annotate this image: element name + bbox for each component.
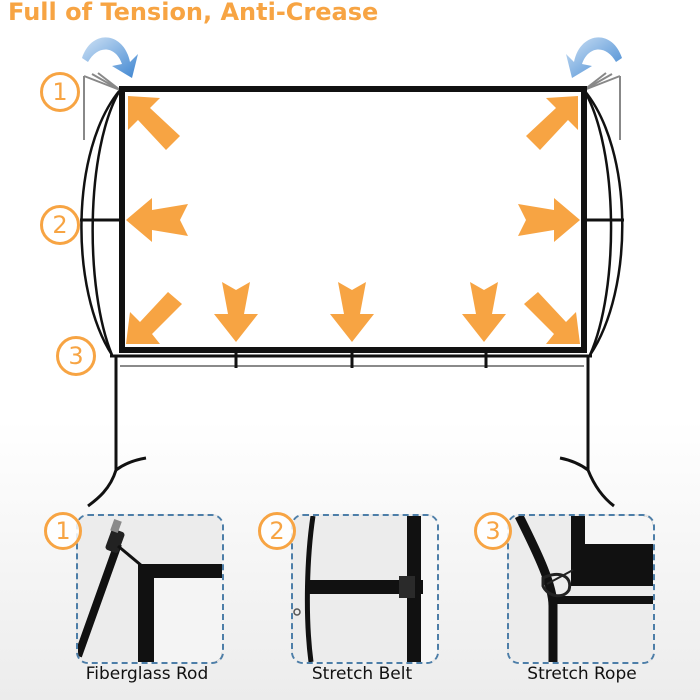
marker-2: 2 [40, 205, 80, 245]
left-fiberglass-rods [80, 89, 122, 356]
projector-screen-illustration [80, 37, 624, 508]
label-stretch-rope: Stretch Rope [527, 664, 637, 684]
headline: Full of Tension, Anti-Crease [8, 0, 379, 26]
bottom-straps [234, 350, 488, 368]
marker-1: 1 [40, 72, 80, 112]
detail-marker-1: 1 [44, 512, 82, 550]
fiberglass-rod-closeup [78, 516, 222, 662]
stretch-belt-closeup [293, 516, 437, 662]
stand-legs [87, 356, 615, 508]
right-bend-arrow [566, 37, 622, 78]
left-rod-tips [83, 72, 121, 140]
label-stretch-belt: Stretch Belt [311, 664, 413, 684]
detail-marker-3: 3 [474, 512, 512, 550]
right-rod-tips [583, 72, 621, 140]
stretch-rope-closeup [509, 516, 653, 662]
left-bend-arrow [82, 37, 138, 78]
marker-3: 3 [56, 336, 96, 376]
tension-arrows [126, 96, 580, 344]
detail-panel-stretch-rope [507, 514, 655, 664]
detail-marker-2: 2 [258, 512, 296, 550]
detail-panel-fiberglass-rod [76, 514, 224, 664]
detail-panel-stretch-belt [291, 514, 439, 664]
label-fiberglass-rod: Fiberglass Rod [85, 664, 209, 684]
right-fiberglass-rods [582, 89, 624, 356]
